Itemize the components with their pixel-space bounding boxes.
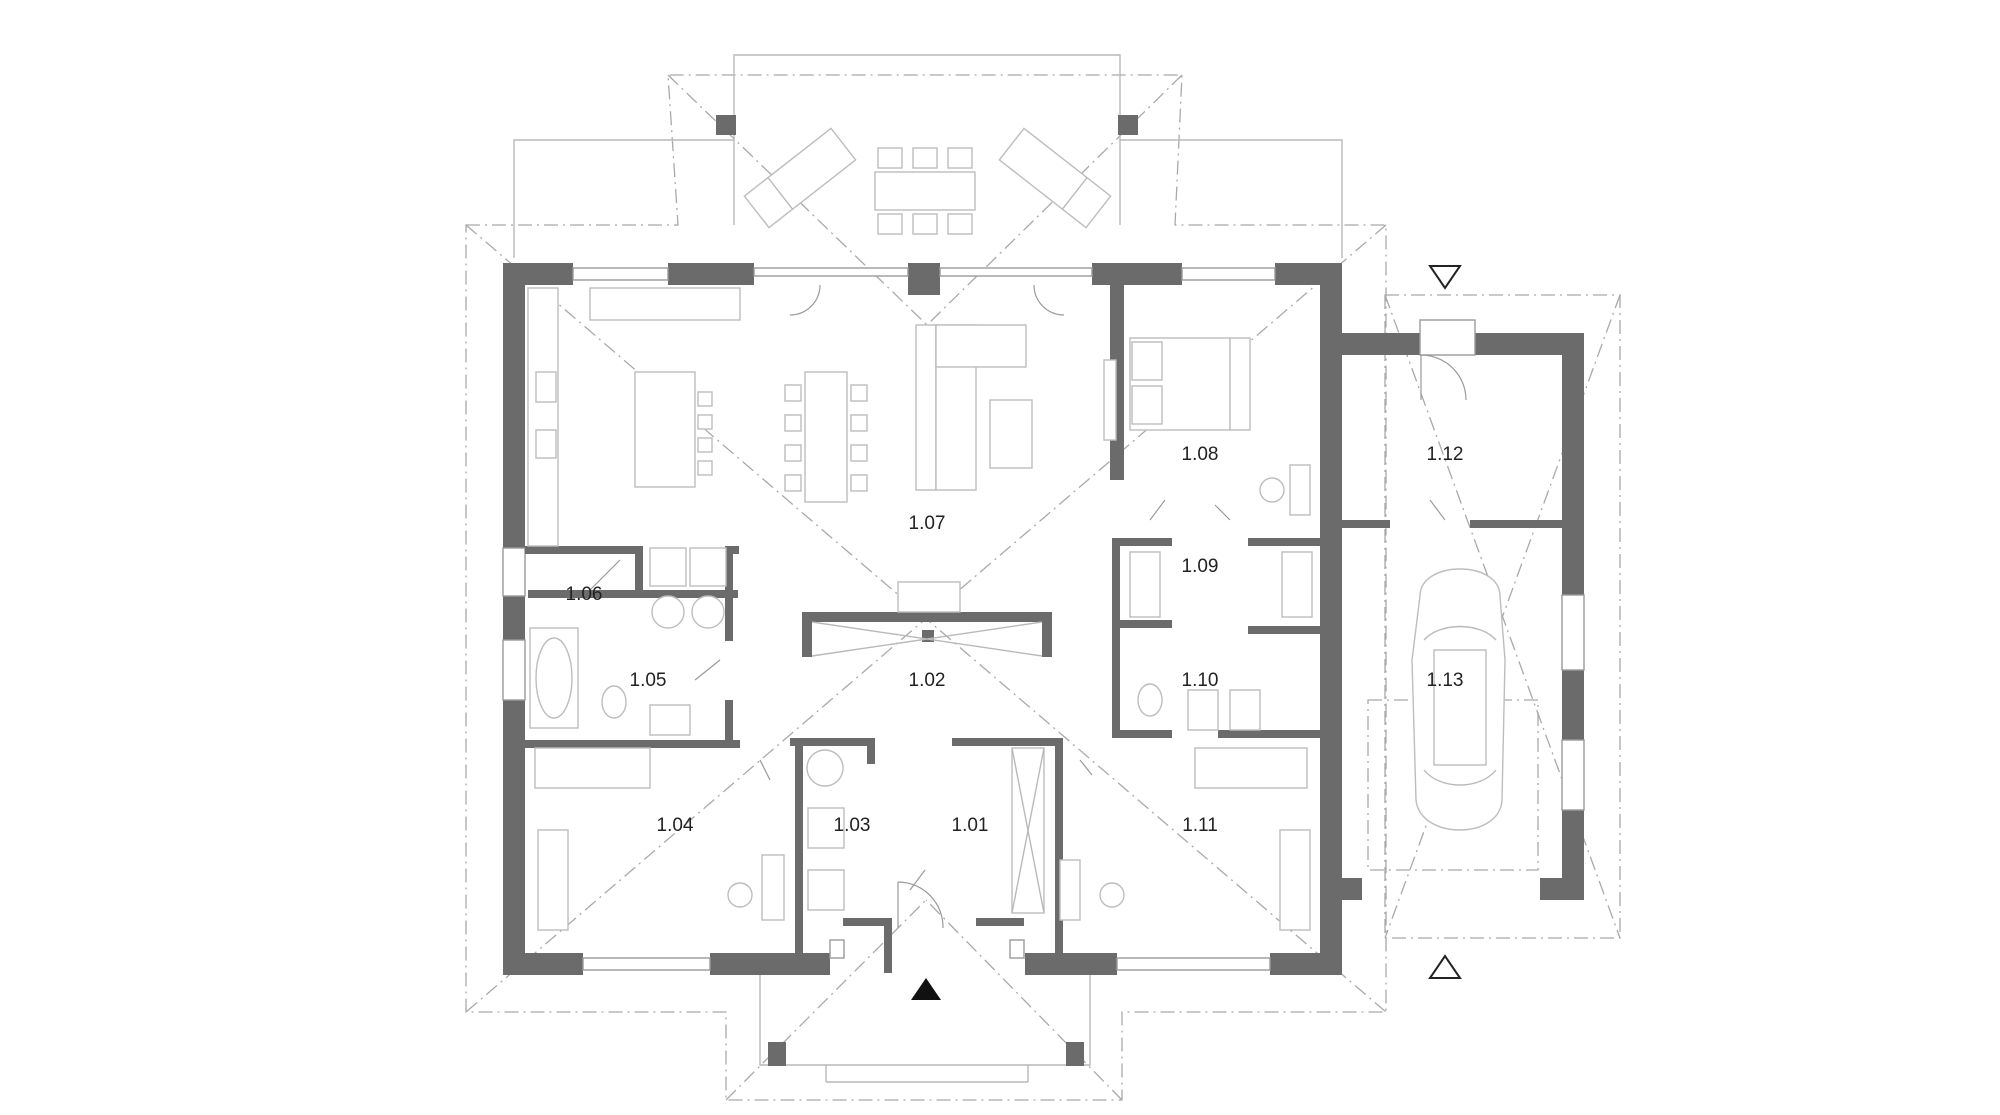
room-label-1-01: 1.01 xyxy=(952,815,989,836)
room-label-1-13: 1.13 xyxy=(1427,670,1464,691)
room-label-1-11: 1.11 xyxy=(1182,815,1218,836)
room-label-1-06: 1.06 xyxy=(566,584,603,605)
porch xyxy=(759,970,1091,1083)
room-label-1-09: 1.09 xyxy=(1182,556,1219,577)
room-label-1-04: 1.04 xyxy=(657,815,694,836)
walls xyxy=(502,263,1585,975)
furniture xyxy=(527,287,1313,931)
windows xyxy=(572,267,1276,971)
doors xyxy=(589,284,1467,929)
outline-triangle-down-icon xyxy=(1428,265,1462,290)
room-label-1-03: 1.03 xyxy=(834,815,871,836)
terrace xyxy=(513,54,1343,258)
room-label-1-05: 1.05 xyxy=(630,670,667,691)
room-label-1-02: 1.02 xyxy=(909,670,946,691)
room-labels: 1.01 1.02 1.03 1.04 1.05 1.06 1.07 1.08 … xyxy=(566,444,1464,836)
room-label-1-10: 1.10 xyxy=(1182,670,1219,691)
filled-triangle-up-icon xyxy=(911,978,941,1000)
outline-triangle-up-icon xyxy=(1428,954,1462,979)
room-label-1-07: 1.07 xyxy=(909,513,946,534)
room-label-1-12: 1.12 xyxy=(1427,444,1464,465)
room-label-1-08: 1.08 xyxy=(1182,444,1219,465)
car-icon xyxy=(1411,568,1506,831)
